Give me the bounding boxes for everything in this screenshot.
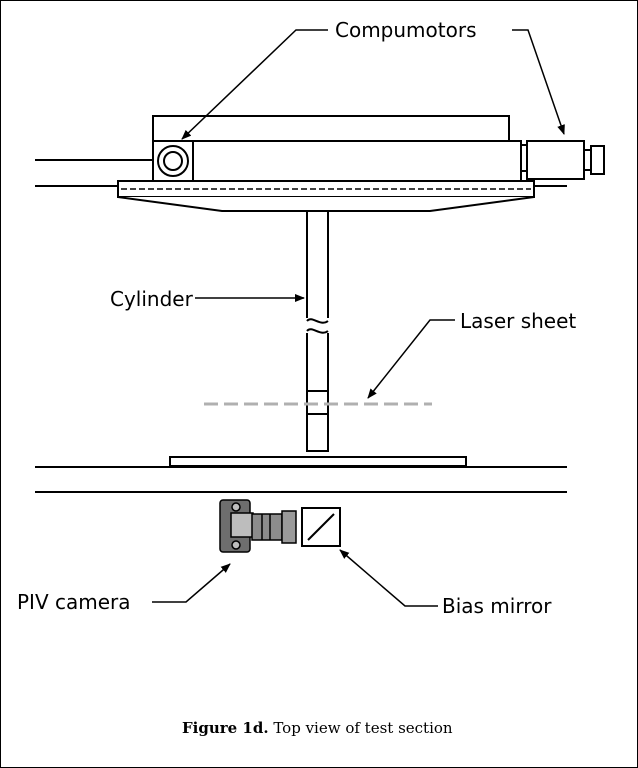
piv-camera-icon (219, 499, 297, 553)
right-motor-icon (520, 140, 605, 180)
label-cylinder: Cylinder (110, 287, 194, 311)
lower-walls (35, 466, 567, 493)
caption-text: Top view of test section (269, 719, 453, 737)
bias-mirror-icon (301, 507, 341, 547)
upper-rail (35, 159, 567, 187)
cylinder (306, 210, 329, 452)
leader-arrows (152, 29, 565, 607)
figure-caption: Figure 1d. Top view of test section (182, 719, 453, 737)
base-plate (169, 456, 467, 467)
label-compumotors: Compumotors (335, 18, 477, 42)
label-laser-sheet: Laser sheet (460, 309, 576, 333)
label-bias-mirror: Bias mirror (442, 594, 552, 618)
caption-figure-number: Figure 1d. (182, 719, 269, 737)
left-motor-icon (152, 140, 194, 182)
label-piv-camera: PIV camera (17, 590, 131, 614)
